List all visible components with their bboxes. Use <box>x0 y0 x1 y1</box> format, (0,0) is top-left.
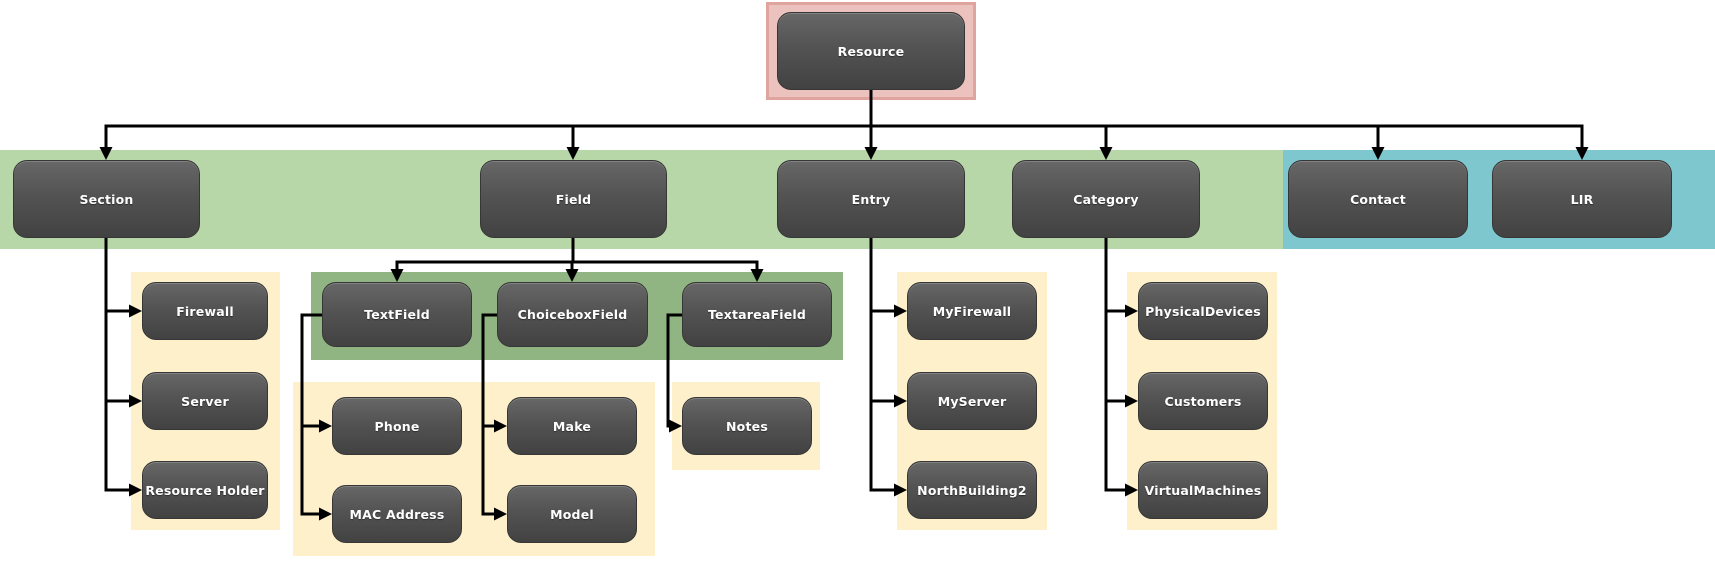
server-label: Server <box>181 393 229 409</box>
textfield-label: TextField <box>364 307 430 322</box>
customers-label: Customers <box>1164 393 1242 409</box>
northbuilding2-node: NorthBuilding2 <box>907 461 1037 519</box>
resource-holder-node: Resource Holder <box>142 461 268 519</box>
lir-label: LIR <box>1570 191 1594 207</box>
firewall-label: Firewall <box>176 303 234 319</box>
notes-node: Notes <box>682 397 812 455</box>
field-label: Field <box>555 191 592 207</box>
mac-address-node: MAC Address <box>332 485 462 543</box>
category-label: Category <box>1073 191 1139 207</box>
resource-node: Resource <box>777 12 965 90</box>
phone-node: Phone <box>332 397 462 455</box>
model-node: Model <box>507 485 637 543</box>
mac-address-label: MAC Address <box>349 506 445 522</box>
resource-holder-label: Resource Holder <box>145 482 265 498</box>
model-label: Model <box>550 506 594 522</box>
contact-node: Contact <box>1288 160 1468 238</box>
category-node: Category <box>1012 160 1200 238</box>
physicaldevices-node: PhysicalDevices <box>1138 282 1268 340</box>
textareafield-label: TextareaField <box>707 307 807 322</box>
choiceboxfield-label: ChoiceboxField <box>517 307 628 322</box>
customers-node: Customers <box>1138 372 1268 430</box>
myserver-node: MyServer <box>907 372 1037 430</box>
textfield-node: TextField <box>322 282 472 347</box>
entry-node: Entry <box>777 160 965 238</box>
resource-label: Resource <box>837 43 905 59</box>
section-node: Section <box>13 160 200 238</box>
section-label: Section <box>79 191 134 207</box>
physicaldevices-label: PhysicalDevices <box>1145 303 1261 319</box>
choiceboxfield-node: ChoiceboxField <box>497 282 648 347</box>
server-node: Server <box>142 372 268 430</box>
textareafield-node: TextareaField <box>682 282 832 347</box>
entry-label: Entry <box>851 191 891 207</box>
myfirewall-node: MyFirewall <box>907 282 1037 340</box>
contact-label: Contact <box>1350 191 1406 207</box>
field-node: Field <box>480 160 667 238</box>
virtualmachines-label: VirtualMachines <box>1144 482 1262 498</box>
myserver-label: MyServer <box>937 393 1007 409</box>
myfirewall-label: MyFirewall <box>932 303 1012 319</box>
lir-node: LIR <box>1492 160 1672 238</box>
virtualmachines-node: VirtualMachines <box>1138 461 1268 519</box>
firewall-node: Firewall <box>142 282 268 340</box>
notes-label: Notes <box>726 418 768 434</box>
northbuilding2-label: NorthBuilding2 <box>917 482 1027 498</box>
make-node: Make <box>507 397 637 455</box>
phone-label: Phone <box>374 418 420 434</box>
make-label: Make <box>552 418 592 434</box>
